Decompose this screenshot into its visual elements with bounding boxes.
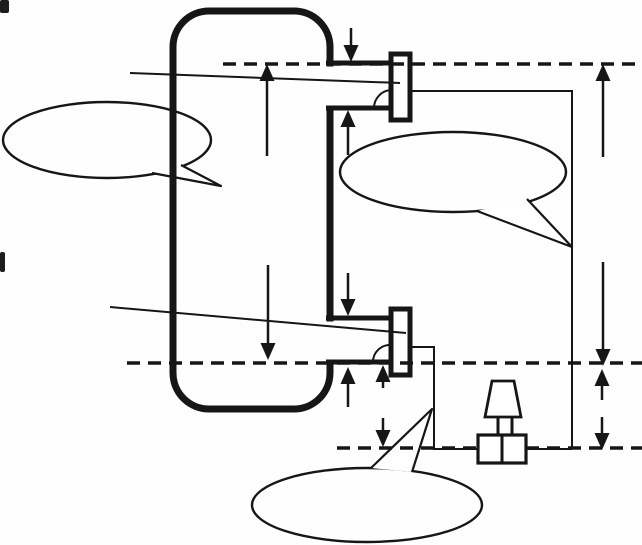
offset-upper-arrow-right-head	[594, 369, 610, 386]
offset-upper-arrow-right-group	[594, 369, 610, 400]
offset-lower-arrow-left-group	[375, 418, 391, 447]
nozzle-wall-opening	[325, 321, 335, 360]
vessel	[169, 7, 335, 413]
lower-nozzle-bottom-arrow-head	[340, 367, 356, 384]
upper-impulse-line	[410, 90, 573, 449]
upper-nozzle-bottom-arrow-group	[340, 110, 356, 155]
vessel-shell	[169, 7, 334, 413]
lower-nozzle-top-arrow-head	[340, 299, 356, 316]
offset-lower-arrow-right-head	[594, 433, 610, 450]
span-upper-arrow-right-head	[595, 64, 611, 81]
span-lower-arrow-inside-group	[260, 265, 276, 360]
scan-artifact	[0, 0, 9, 13]
left-callout-bubble	[1, 100, 213, 180]
transmitter-head	[483, 379, 523, 419]
offset-upper-arrow-left-head	[375, 365, 391, 382]
lower-nozzle-top-arrow-group	[340, 273, 356, 316]
offset-lower-arrow-left-head	[375, 430, 391, 447]
span-upper-arrow-inside-head	[259, 64, 275, 81]
upper-nozzle-top-arrow-group	[343, 28, 359, 62]
span-lower-arrow-inside-head	[260, 343, 276, 360]
offset-lower-arrow-right-group	[594, 417, 610, 450]
dp-transmitter	[476, 379, 528, 465]
scan-artifact	[0, 252, 5, 272]
bottom-callout	[250, 407, 484, 544]
upper-tap-nozzle-flange	[388, 51, 413, 123]
span-lower-arrow-right-group	[595, 262, 611, 366]
upper-nozzle-top-arrow-head	[343, 45, 359, 62]
lower-tap-nozzle-bend-arc	[372, 344, 391, 363]
offset-upper-arrow-left-group	[375, 365, 391, 388]
lower-nozzle-bottom-arrow-group	[340, 367, 356, 407]
bottom-callout-bubble	[250, 466, 484, 544]
span-upper-arrow-right-group	[595, 64, 611, 157]
upper-impulse-line-group	[410, 90, 573, 449]
span-lower-arrow-right-head	[595, 349, 611, 366]
span-upper-arrow-inside-group	[259, 64, 275, 156]
lower-flange-leader-group	[109, 306, 407, 334]
upper-nozzle-bottom-arrow-head	[340, 110, 356, 127]
nozzle-wall-opening	[325, 66, 335, 106]
middle-callout-bubble	[338, 130, 568, 214]
lower-tap-nozzle-flange	[388, 306, 413, 378]
lower-flange-leader	[109, 306, 407, 334]
